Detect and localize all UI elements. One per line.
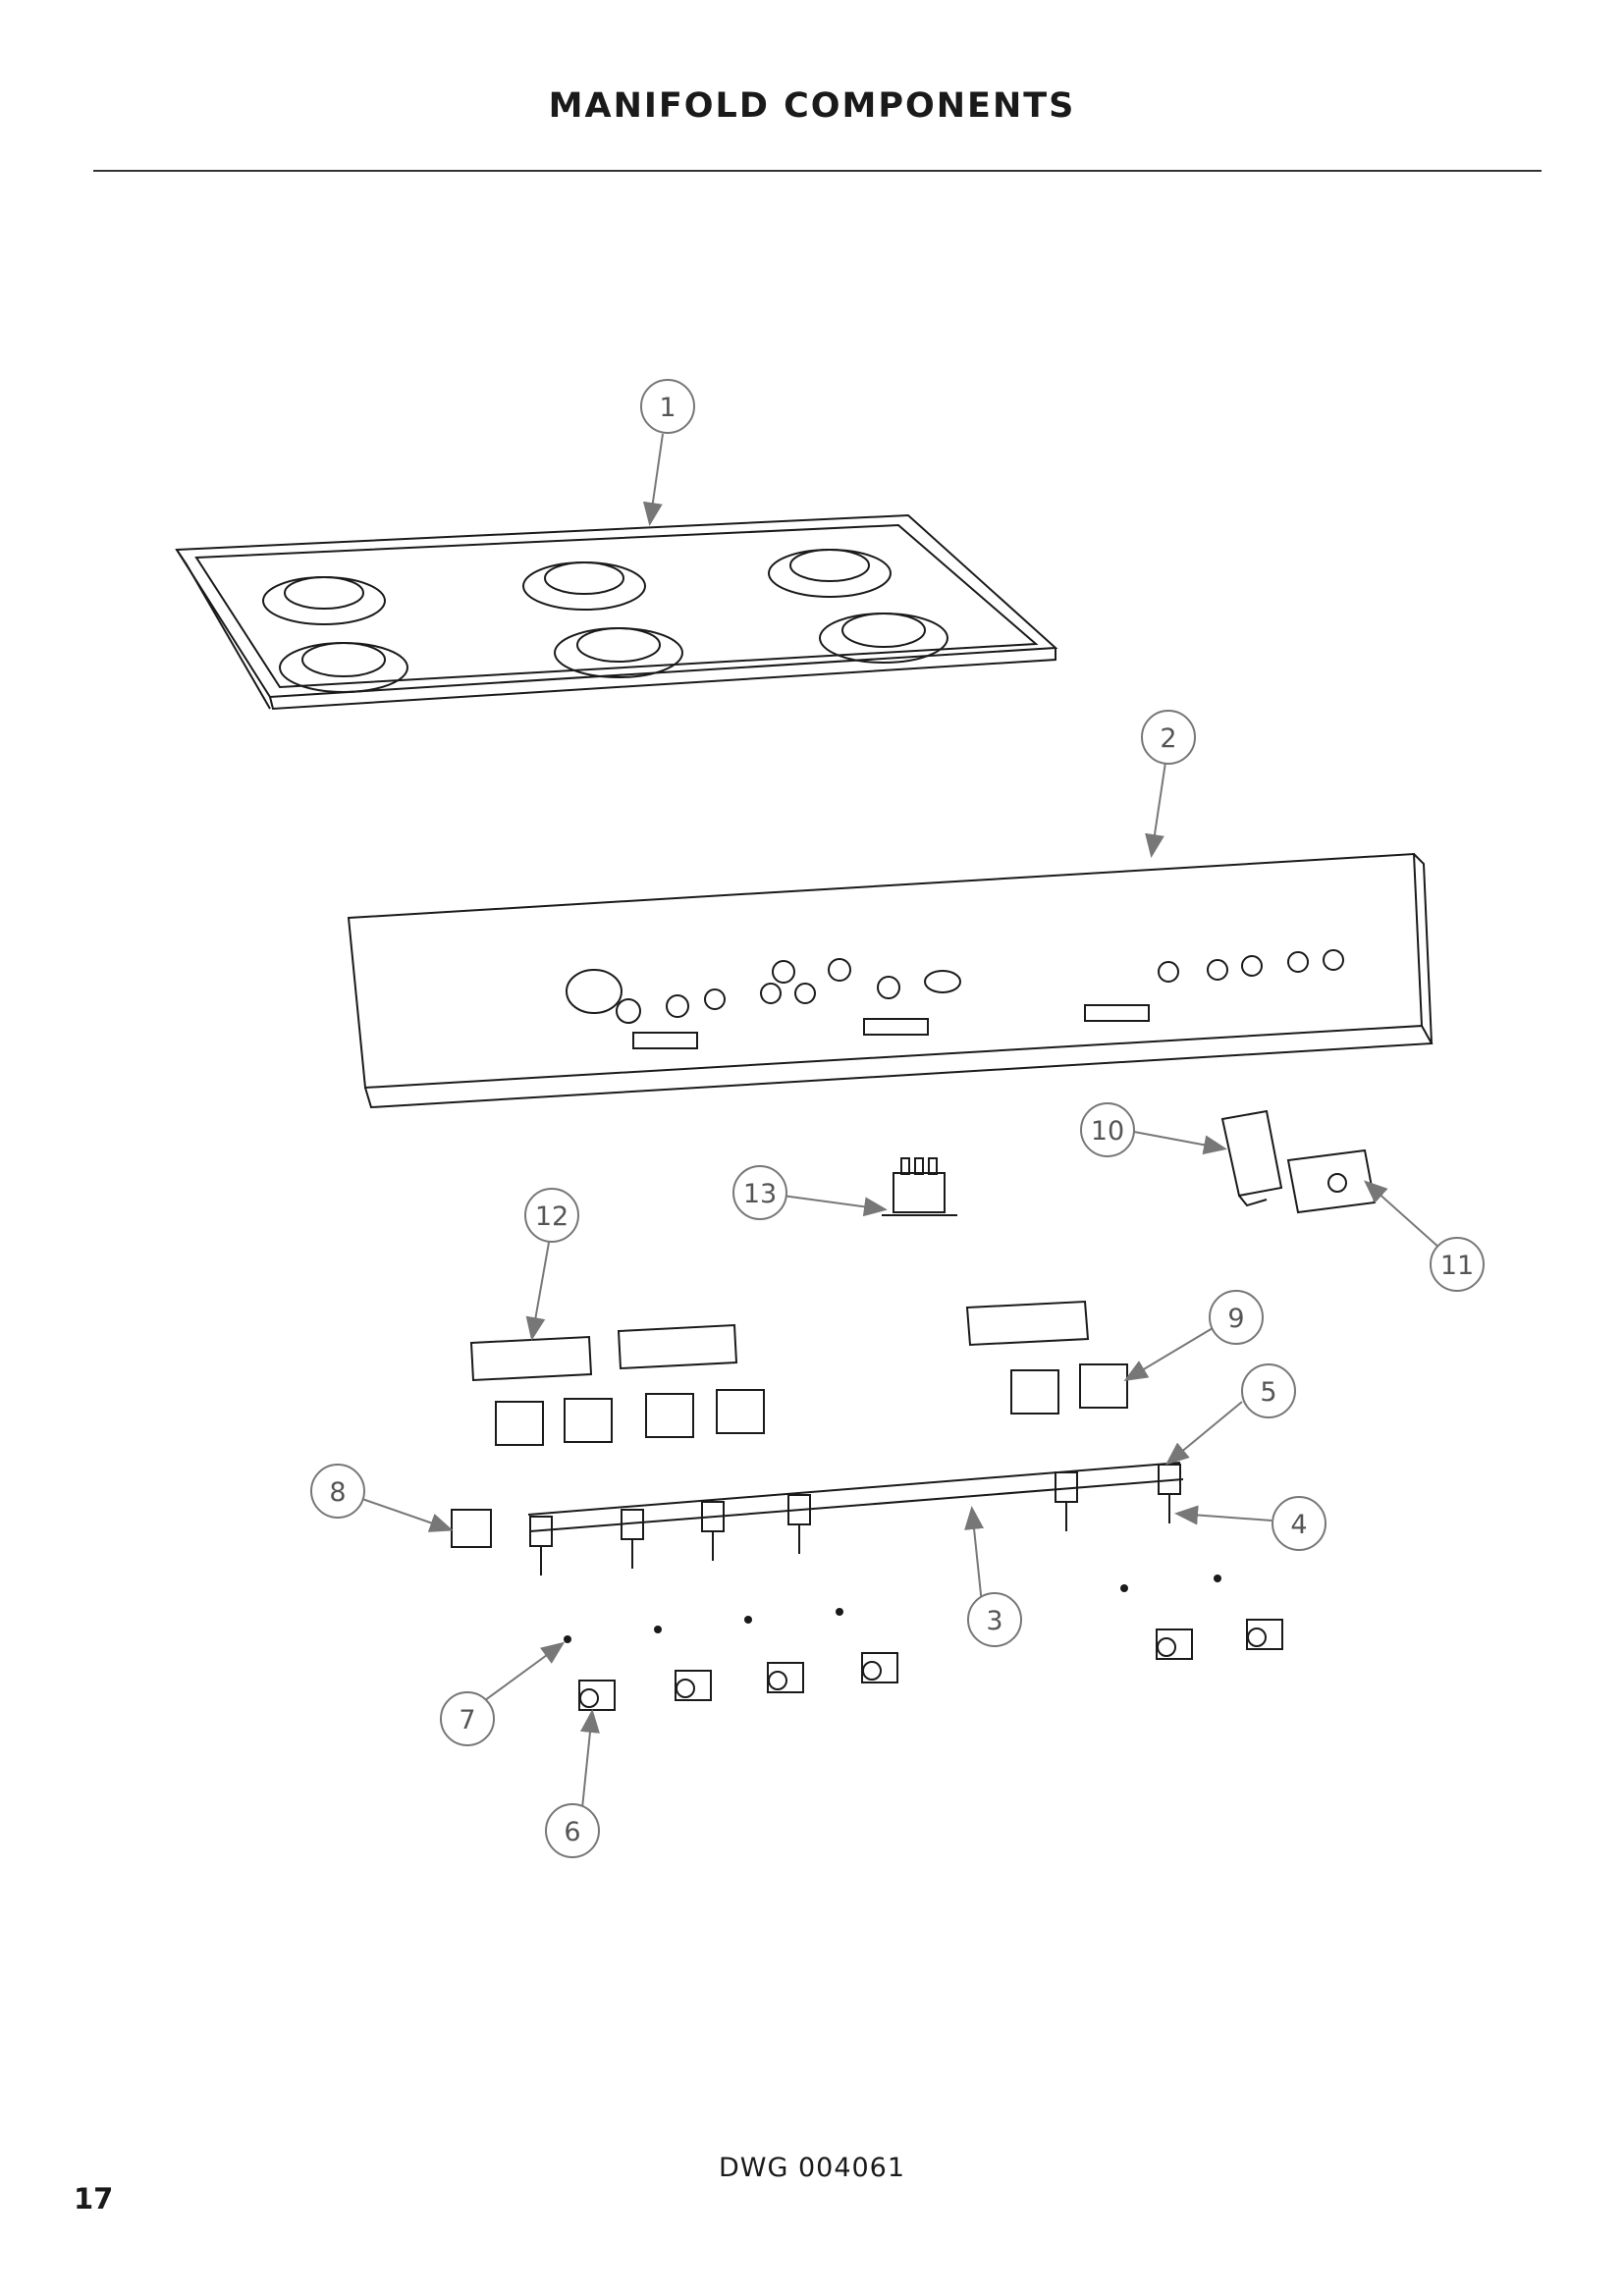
callout-1: 1	[659, 393, 676, 423]
spark-module-rail	[469, 1300, 1090, 1382]
gas-valve	[529, 1464, 1181, 1575]
title-divider	[93, 170, 1542, 172]
callout-12: 12	[535, 1201, 568, 1232]
terminal-block	[882, 1157, 957, 1216]
page-number: 17	[74, 2182, 114, 2216]
switch-module	[1286, 1148, 1377, 1214]
manifold-panel	[347, 852, 1434, 1109]
callout-6: 6	[564, 1817, 580, 1847]
page-title: MANIFOLD COMPONENTS	[548, 86, 1076, 126]
callout-10: 10	[1091, 1116, 1124, 1147]
cooktop-tray	[175, 513, 1058, 711]
gas-manifold-pipe	[451, 1462, 1184, 1575]
drawing-number: DWG 004061	[718, 2153, 906, 2183]
spark-module	[495, 1363, 1128, 1446]
callout-5: 5	[1260, 1377, 1276, 1408]
callout-4: 4	[1290, 1510, 1307, 1540]
callout-2: 2	[1160, 723, 1176, 754]
callout-9: 9	[1227, 1304, 1244, 1334]
callout-7: 7	[459, 1705, 475, 1735]
callout-8: 8	[329, 1477, 346, 1508]
callout-leaders	[361, 433, 1441, 1809]
screw	[564, 1575, 1221, 1643]
valve-knob	[578, 1619, 1283, 1711]
callout-13: 13	[743, 1179, 777, 1209]
burner-bowl	[262, 549, 948, 693]
mounting-bracket	[1220, 1109, 1283, 1207]
callout-bubble	[310, 379, 1485, 1858]
callout-3: 3	[986, 1606, 1002, 1636]
callout-11: 11	[1440, 1251, 1474, 1281]
callout-labels: 1 2 3 4 5 6 7 8 9 10 11 12 13	[329, 393, 1474, 1847]
